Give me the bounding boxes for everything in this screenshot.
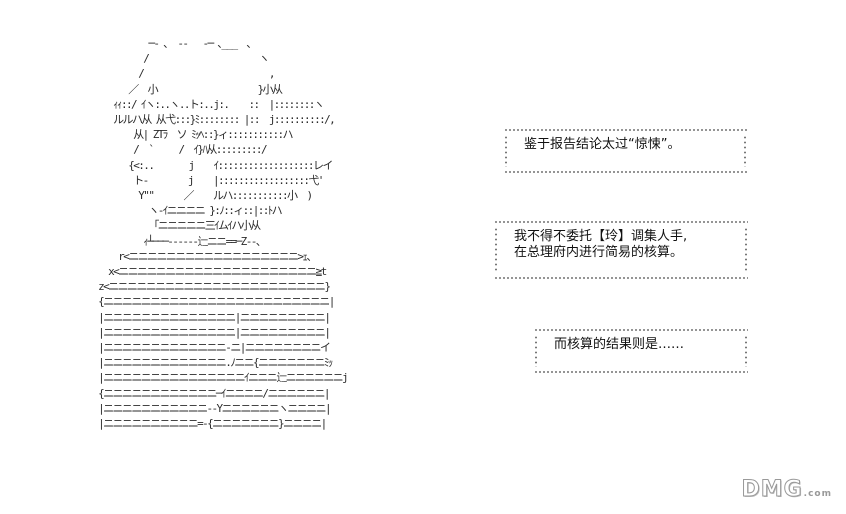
bubble-text-line: 鉴于报告结论太过“惊悚”。 — [524, 137, 681, 152]
bubble-text-line: 而核算的结果则是…… — [554, 337, 685, 352]
bubble-border-right — [743, 135, 747, 167]
ascii-art-line: / ` / ｲ}ﾊ从:::::::::/ — [133, 143, 267, 157]
ascii-art-line: / , — [138, 67, 275, 81]
ascii-art-line: ト‐ j |::::::::::::::::::弋' — [133, 173, 324, 187]
ascii-art-line: r<ニニニニニニニニニニニニニニニニニニ>ｪ、 — [118, 249, 317, 263]
ascii-art-line: ｨｨ::/ ｲヽ:..ヽ..ト:..j:. :: |::::::::ヽ — [113, 97, 325, 111]
ascii-art-line: {ニニニニニニニニニニニニ─ｲニニニニ/ニニニニニニ| — [98, 386, 330, 400]
bubble-border-left — [494, 227, 498, 273]
ascii-art-line: {ニニニニニニニニニニニニニニニニニニニニニニニニ| — [98, 295, 335, 309]
bubble-border-left — [534, 335, 538, 367]
bubble-border-top — [494, 219, 748, 225]
ascii-art-line: |ニニニニニニニニニニ=‐{ニニニニニニニ}ニニニニ| — [98, 417, 327, 431]
bubble-border-bottom — [504, 169, 747, 175]
bubble-text-line: 在总理府内进行简易的核算。 — [514, 245, 684, 260]
ascii-art-line: z<ニニニニニニニニニニニニニニニニニニニニニニニ} — [98, 280, 331, 294]
ascii-art-line: ｨ┴───‐‐‐‐‐‐辷ニニ==─Z‐-、 — [143, 234, 266, 248]
bubble-border-bottom — [534, 369, 748, 375]
ascii-art-line: |ニニニニニニニニニニニ-‐Yニニニニニニヽニニニニ| — [98, 401, 332, 415]
ascii-art-line: ─‐ ､ -‐ ‐─ ､___ ､ — [148, 37, 252, 50]
ascii-art-line: ヽ‐ｲニニニニ }:ﾉ::ィ::|::ﾄハ — [148, 204, 282, 218]
bubble-text-line: 我不得不委托【玲】调集人手, — [514, 229, 688, 244]
ascii-art-line: |ニニニニニニニニニニニニニ-ニ|ニニニニニニニニイ — [98, 341, 331, 355]
site-watermark-logo: DMG.com — [741, 477, 832, 503]
bubble-border-right — [744, 335, 748, 367]
bubble-border-bottom — [494, 275, 748, 281]
ascii-art-line: |ニニニニニニニニニニニニニニニｲニニニ辷ニニニニニニj — [98, 371, 349, 385]
bubble-border-top — [504, 127, 747, 133]
ascii-art-figure: ─‐ ､ -‐ ‐─ ､___ ､ / ヽ / , ／ 小 }小从 ｨｨ::/ … — [78, 36, 349, 431]
bubble-border-top — [534, 327, 748, 333]
ascii-art-line: |ニニニニニニニニニニニニニ.ﾉニニ{ニニニニニニニﾐｯ — [98, 356, 333, 370]
ascii-art-line: Y"" ／ ルハ:::::::::::小 ) — [138, 189, 313, 203]
bubble-border-right — [744, 227, 748, 273]
ascii-art-line: |ニニニニニニニニニニニニニニ|ニニニニニニニニニ| — [98, 325, 331, 339]
ascii-art-line: / ヽ — [143, 52, 270, 66]
ascii-art-line: 「ニニニニニ三ｲムｲハ小从 — [148, 219, 261, 233]
speech-bubble-1: 鉴于报告结论太过“惊悚”。 — [504, 127, 747, 175]
ascii-art-line: ルルハ从 从弋:::}ﾐ:::::::: |:: j::::::::::/, — [113, 113, 336, 127]
speech-bubble-3: 而核算的结果则是…… — [534, 327, 748, 375]
speech-bubble-2: 我不得不委托【玲】调集人手, 在总理府内进行简易的核算。 — [494, 219, 748, 281]
ascii-art-line: |ニニニニニニニニニニニニニニ|ニニニニニニニニニ| — [98, 310, 331, 324]
bubble-border-left — [504, 135, 508, 167]
ascii-art-line: x<ニニニニニニニニニニニニニニニニニニニニニ≧t — [108, 265, 327, 279]
ascii-art-line: ／ 小 }小从 — [128, 82, 283, 96]
ascii-art-line: {<:.. j ｲ:::::::::::::::::::レイ — [128, 158, 333, 172]
ascii-art-line: 从| ZTﾗ ソ ﾐｯﾍ::}ィ:::::::::::ハ — [133, 128, 293, 142]
